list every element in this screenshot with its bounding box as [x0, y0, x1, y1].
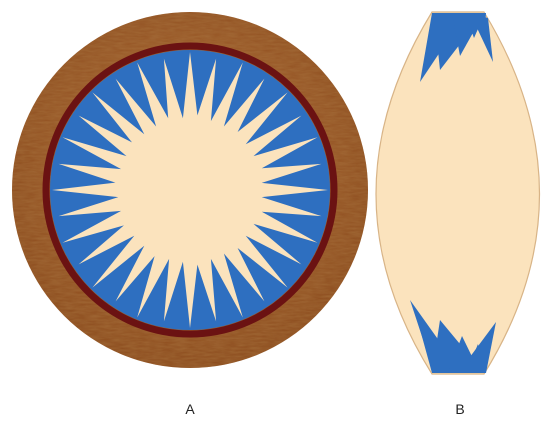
- label-a: A: [185, 401, 195, 417]
- lens-shape: [376, 12, 540, 374]
- gore-b: [376, 12, 540, 374]
- medallion-a: [12, 12, 368, 368]
- label-b: B: [455, 401, 464, 417]
- starburst: [52, 52, 328, 328]
